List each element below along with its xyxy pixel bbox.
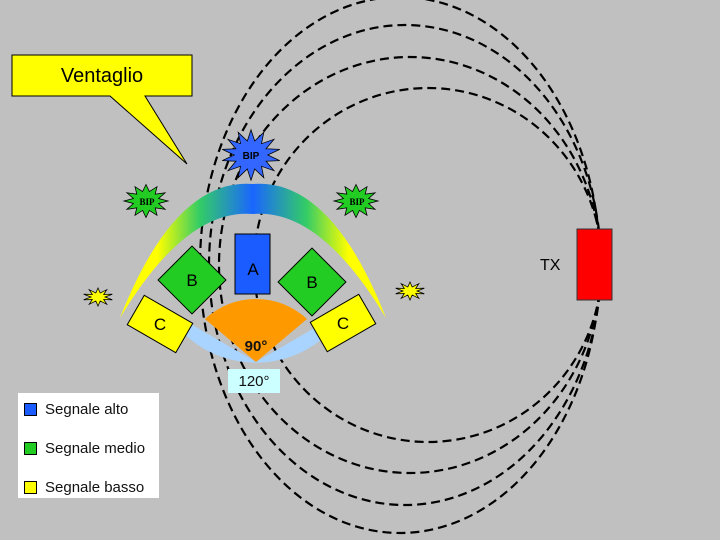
bip-burst-right: BIP	[332, 183, 380, 219]
legend-swatch-high	[24, 402, 37, 416]
sensor-c-right-label: C	[337, 314, 349, 333]
signal-arc	[120, 183, 386, 318]
legend-label-low: Segnale basso	[45, 478, 145, 496]
sensor-b-right: B	[277, 247, 347, 317]
angle-90-label: 90°	[245, 338, 268, 355]
sensor-c-right: C	[309, 293, 377, 353]
legend: Segnale alto Segnale medio Segnale basso	[18, 393, 159, 498]
legend-item-high: Segnale alto	[24, 399, 128, 419]
bip-left-label: BIP	[139, 197, 155, 207]
bip-right-label: BIP	[349, 197, 365, 207]
legend-swatch-medium	[24, 441, 37, 455]
sensor-b-left-label: B	[186, 271, 197, 290]
sensor-b-left: B	[157, 245, 227, 315]
sensor-c-left-label: C	[154, 315, 166, 334]
sector-90	[205, 298, 307, 362]
transmitter-label: TX	[540, 257, 561, 274]
legend-item-low: Segnale basso	[24, 477, 144, 497]
legend-swatch-low	[24, 480, 37, 494]
sensor-a-label: A	[247, 260, 259, 279]
bip-burst-left: BIP	[122, 183, 170, 219]
legend-label-medium: Segnale medio	[45, 439, 146, 457]
bip-burst-top: BIP	[222, 128, 280, 182]
sensor-b-right-label: B	[306, 273, 317, 292]
sector-120	[165, 309, 347, 363]
small-burst-left-icon	[83, 287, 113, 307]
small-burst-right-icon	[395, 281, 425, 301]
sensor-a: A	[234, 233, 271, 295]
callout-ventaglio: Ventaglio	[11, 54, 193, 165]
callout-label: Ventaglio	[61, 65, 143, 87]
transmitter-block	[576, 228, 613, 301]
legend-label-high: Segnale alto	[45, 400, 129, 418]
bip-top-label: BIP	[243, 151, 260, 162]
angle-120-label: 120°	[228, 369, 280, 393]
sensor-c-left: C	[126, 294, 194, 354]
legend-item-medium: Segnale medio	[24, 438, 145, 458]
